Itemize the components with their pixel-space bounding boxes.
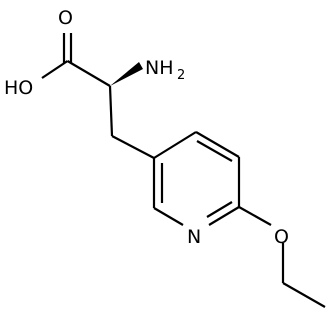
ring-bond-c6-n1 bbox=[208, 206, 240, 226]
amine-wedge-bond bbox=[110, 62, 143, 86]
ether-oxygen-label: O bbox=[274, 226, 289, 248]
ring-bond-c3-c4 bbox=[153, 131, 197, 159]
carbonyl-oxygen-label: O bbox=[58, 7, 73, 29]
ethyl-methyl-bond bbox=[282, 282, 326, 308]
ring-inner-bond-c6-n1 bbox=[206, 201, 233, 218]
amine-label: NH bbox=[145, 57, 174, 79]
methylene-ring-bond bbox=[111, 135, 155, 159]
ring-bond-n1-c2 bbox=[153, 207, 184, 226]
ring-bond-c4-c5 bbox=[195, 131, 240, 158]
ring-inner-bond-c4-c5 bbox=[196, 140, 233, 162]
carboxyl-alpha-bond bbox=[66, 60, 111, 87]
alpha-methylene-bond bbox=[108, 85, 114, 137]
carboxyl-hydroxyl-bond bbox=[41, 60, 69, 79]
hydroxyl-label: HO bbox=[4, 77, 33, 99]
ring-nitrogen-label: N bbox=[187, 226, 201, 248]
amine-subscript-label: 2 bbox=[177, 68, 185, 83]
ring-ether-bond bbox=[238, 206, 272, 226]
